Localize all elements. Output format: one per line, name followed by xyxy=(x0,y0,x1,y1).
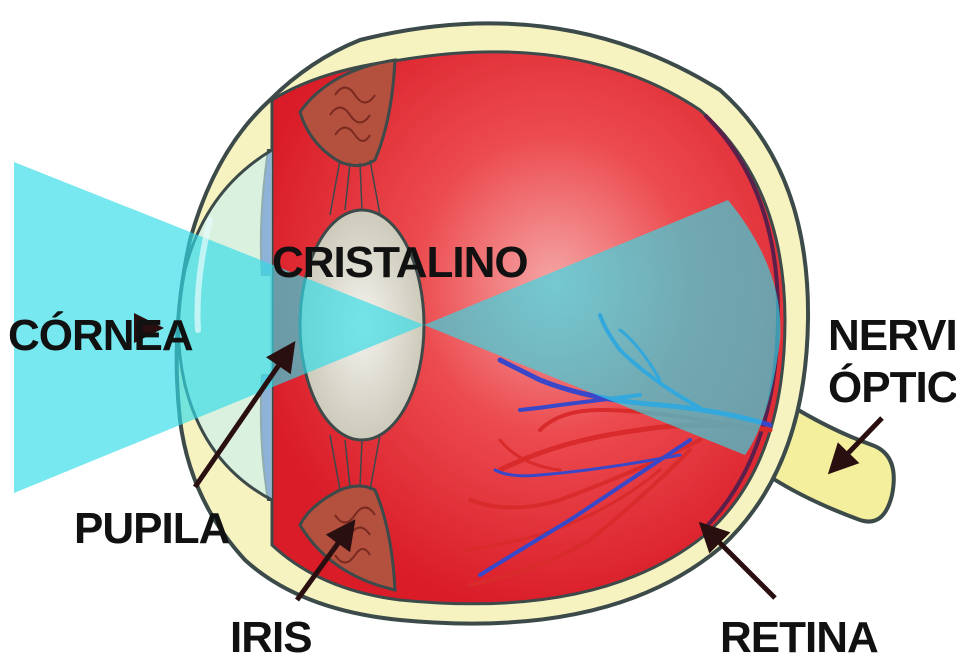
label-retina: RETINA xyxy=(720,613,878,662)
label-iris: IRIS xyxy=(230,613,312,662)
label-cornea: CÓRNEA xyxy=(8,310,193,360)
label-nervio-line1: NERVIO xyxy=(828,311,956,360)
retina-pointer xyxy=(703,526,775,598)
label-nervio-line2: ÓPTICO xyxy=(828,362,956,412)
label-pupila: PUPILA xyxy=(74,504,230,553)
label-cristalino: CRISTALINO xyxy=(272,238,528,287)
